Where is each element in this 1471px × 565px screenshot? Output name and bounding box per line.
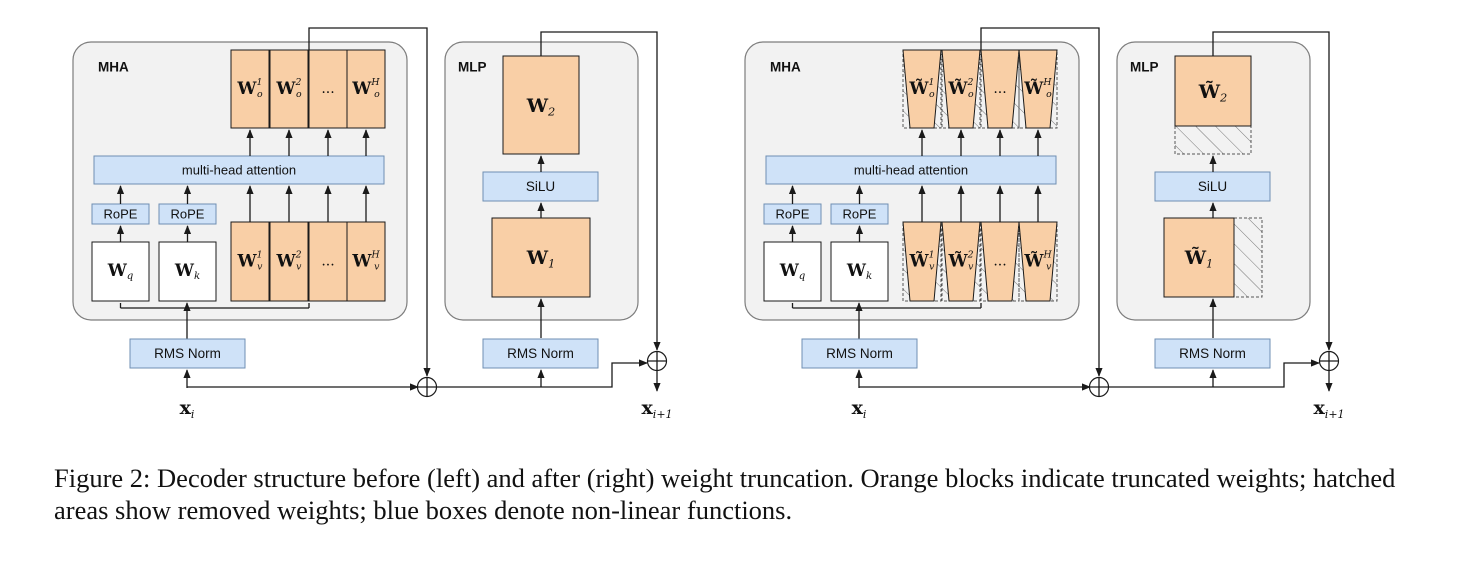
rms-norm-mha-label: RMS Norm — [154, 346, 221, 361]
wk-label: Wk — [174, 261, 200, 281]
mha-label: MHA — [98, 60, 129, 75]
wv-row-cell-3 — [980, 221, 1020, 302]
w2-label: W2 — [526, 95, 556, 118]
wv-row-cell-1 — [902, 221, 942, 302]
mha-box — [765, 155, 1057, 185]
rms-norm-mha-box — [129, 338, 246, 369]
rope-q-label: RoPE — [776, 207, 810, 222]
wq-label: Wq — [107, 261, 134, 281]
rms-norm-mlp-box — [1154, 338, 1271, 369]
figure-caption: Figure 2: Decoder structure before (left… — [54, 463, 1396, 525]
w1-box — [491, 217, 591, 298]
wo-row-cell-4 — [346, 49, 386, 129]
wo-row-cell-3 — [980, 49, 1020, 129]
input-x-label: xi — [180, 397, 195, 421]
wq-box — [91, 241, 150, 302]
w1-box — [1163, 217, 1235, 298]
mha-label: MHA — [770, 60, 801, 75]
mha-box-label: multi-head attention — [182, 163, 296, 178]
wv-row-ellipsis: ... — [321, 254, 334, 270]
input-x-label: xi — [852, 397, 867, 421]
mha-box — [93, 155, 385, 185]
rms-norm-mha-label: RMS Norm — [826, 346, 893, 361]
mha-output-path — [980, 27, 1103, 377]
wo-row-cell-1 — [230, 49, 270, 129]
rms-norm-mlp-label: RMS Norm — [1179, 346, 1246, 361]
rms-norm-mlp-label: RMS Norm — [507, 346, 574, 361]
w2-label: W̃2 — [1198, 81, 1228, 105]
rms-norm-mlp-box — [482, 338, 599, 369]
wo-row-cell-2 — [269, 49, 309, 129]
mlp-label: MLP — [1130, 60, 1159, 75]
wk-box — [830, 241, 889, 302]
wv-row-cell-3 — [308, 221, 348, 302]
silu-label: SiLU — [1198, 179, 1227, 194]
wv-row-cell-4 — [1018, 221, 1058, 302]
wq-label: Wq — [779, 261, 806, 281]
output-x-label: xi+1 — [1313, 397, 1344, 421]
output-x-label: xi+1 — [641, 397, 672, 421]
w2-box — [1174, 55, 1252, 127]
rope-k-label: RoPE — [843, 207, 877, 222]
wv-row-cell-2 — [269, 221, 309, 302]
residual-path-2 — [1108, 359, 1320, 388]
wv-row-cell-2 — [941, 221, 981, 302]
rope-k-label: RoPE — [171, 207, 205, 222]
mlp-label: MLP — [458, 60, 487, 75]
mha-box-label: multi-head attention — [854, 163, 968, 178]
rope-q-label: RoPE — [104, 207, 138, 222]
silu-box — [1154, 171, 1271, 202]
wv-row-ellipsis: ... — [993, 254, 1006, 270]
rms-norm-mha-box — [801, 338, 918, 369]
w1-label: W̃1 — [1184, 247, 1214, 271]
wo-row-ellipsis: ... — [993, 81, 1006, 97]
mlp-output-path — [540, 31, 661, 351]
mlp-output-path — [1212, 31, 1333, 351]
wk-label: Wk — [846, 261, 872, 281]
w1-label: W1 — [526, 247, 556, 270]
wo-row-cell-2 — [941, 49, 981, 129]
silu-box — [482, 171, 599, 202]
wo-row-ellipsis: ... — [321, 81, 334, 97]
mha-output-path — [308, 27, 431, 377]
wk-box — [158, 241, 217, 302]
silu-label: SiLU — [526, 179, 555, 194]
wo-row-cell-4 — [1018, 49, 1058, 129]
residual-path-2 — [436, 359, 648, 388]
wv-row-cell-1 — [230, 221, 270, 302]
wv-row-cell-4 — [346, 221, 386, 302]
w2-box — [502, 55, 580, 155]
wo-row-cell-1 — [902, 49, 942, 129]
